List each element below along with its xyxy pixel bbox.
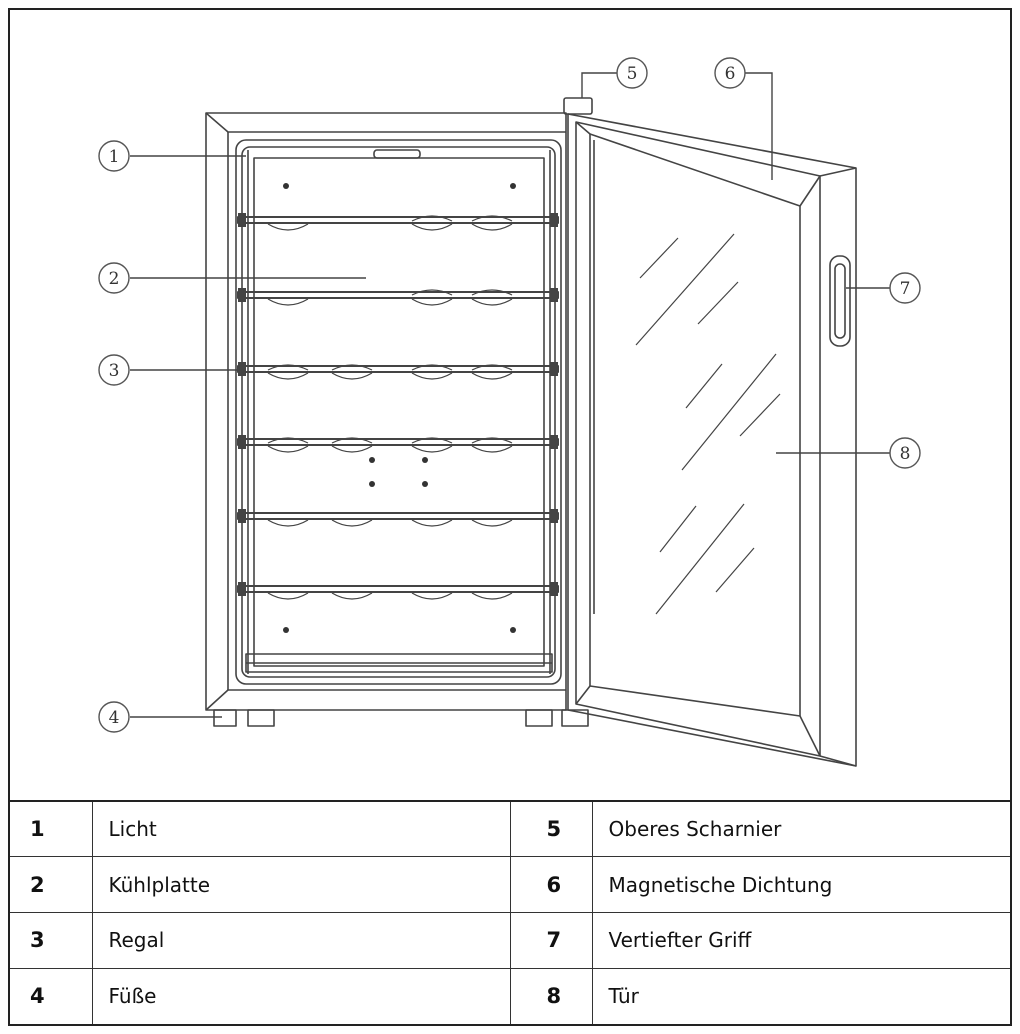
legend-number: 3	[10, 912, 93, 969]
callout-2-number: 2	[109, 269, 120, 289]
legend-number: 4	[10, 967, 93, 1024]
legend-number: 2	[10, 856, 93, 913]
callout-6-number: 6	[725, 64, 736, 84]
callout-3-number: 3	[109, 361, 120, 381]
callout-4-number: 4	[109, 708, 120, 728]
legend-number: 6	[509, 856, 593, 913]
feet	[213, 709, 589, 727]
screws	[283, 183, 516, 633]
bottle-cradles	[267, 215, 513, 600]
legend-number: 8	[509, 967, 593, 1024]
callout-5-number: 5	[627, 64, 638, 84]
figure-frame: 1 2 3 4 5 6 7 8 1 Licht 5 Oberes Scharni…	[8, 8, 1012, 1026]
wine-cooler-drawing: 1 2 3 4 5 6 7 8	[98, 57, 921, 767]
legend-row: 1 Licht 5 Oberes Scharnier	[10, 800, 1010, 858]
wine-cooler-diagram: 1 2 3 4 5 6 7 8	[10, 10, 1010, 800]
callout-7-number: 7	[900, 279, 911, 299]
interior-back-panel	[253, 157, 545, 667]
legend-row: 4 Füße 8 Tür	[10, 967, 1010, 1024]
legend-label: Oberes Scharnier	[591, 800, 1010, 858]
callout-circles	[98, 57, 921, 733]
legend-label: Vertiefter Griff	[591, 912, 1010, 969]
parts-legend-table: 1 Licht 5 Oberes Scharnier 2 Kühlplatte …	[10, 800, 1010, 1024]
legend-number: 1	[10, 800, 93, 858]
legend-label: Füße	[91, 967, 511, 1024]
legend-label: Regal	[91, 912, 511, 969]
interior-liner-inner	[241, 146, 556, 678]
door	[567, 113, 857, 767]
legend-label: Tür	[591, 967, 1010, 1024]
cabinet-left-inner-edge	[227, 132, 566, 691]
legend-label: Licht	[91, 800, 511, 858]
legend-number: 7	[509, 912, 593, 969]
shelf-clips	[238, 213, 558, 596]
callout-8-number: 8	[900, 444, 911, 464]
legend-label: Magnetische Dichtung	[591, 856, 1010, 913]
interior-light	[373, 149, 421, 159]
glass-reflections	[635, 233, 781, 615]
recessed-handle	[829, 255, 851, 347]
callout-leaders	[130, 72, 890, 718]
top-hinge	[563, 97, 593, 115]
legend-label: Kühlplatte	[91, 856, 511, 913]
shelves	[237, 216, 559, 593]
cabinet-bottom-edge	[205, 689, 229, 711]
cabinet-body	[205, 112, 567, 711]
legend-row: 2 Kühlplatte 6 Magnetische Dichtung	[10, 856, 1010, 913]
cabinet-top-edge	[205, 112, 566, 133]
legend-row: 3 Regal 7 Vertiefter Griff	[10, 912, 1010, 969]
callout-1-number: 1	[109, 147, 120, 167]
interior-liner-outer	[235, 139, 562, 685]
legend-number: 5	[509, 800, 593, 858]
